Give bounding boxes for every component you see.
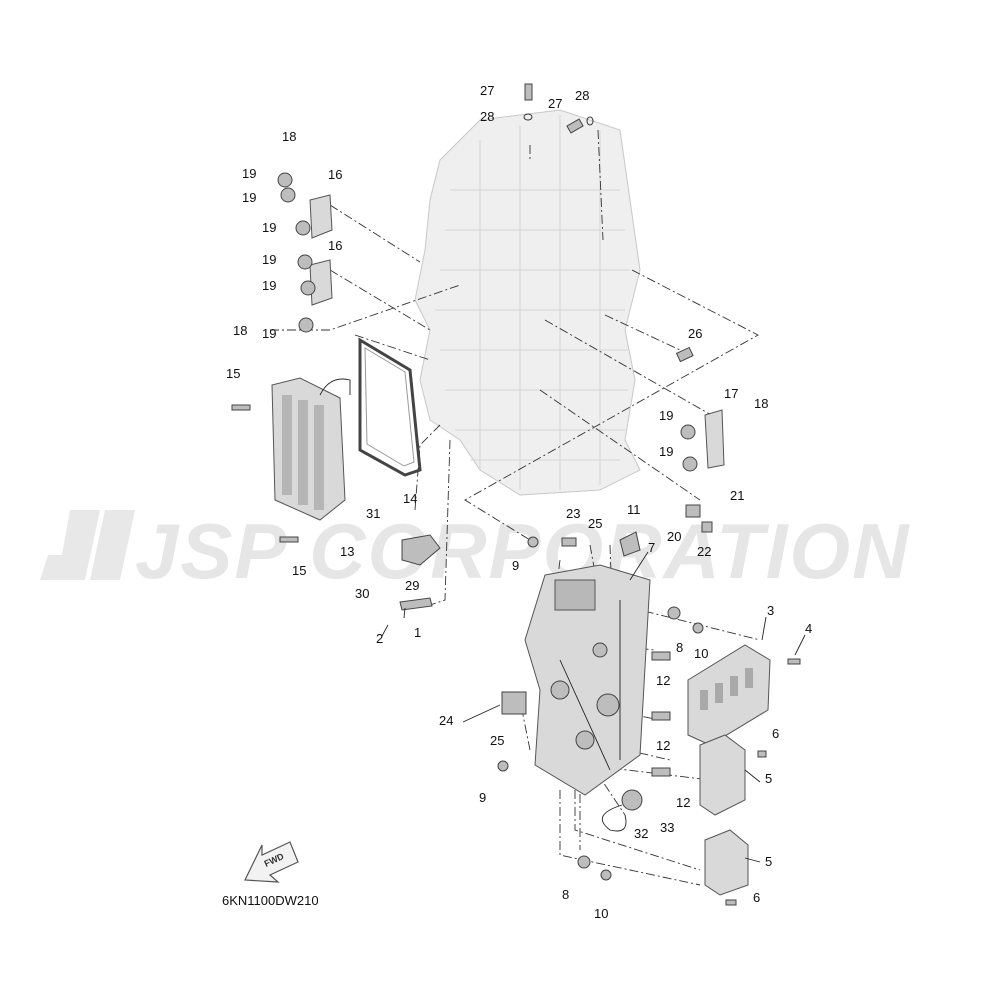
callout-19c: 19: [262, 220, 276, 235]
callout-13: 13: [340, 544, 354, 559]
callout-15b: 15: [292, 563, 306, 578]
part-19-clamps: [277, 172, 698, 472]
callout-12b: 12: [656, 738, 670, 753]
callout-19b: 19: [242, 190, 256, 205]
callout-5a: 5: [765, 771, 772, 786]
callout-21: 21: [730, 488, 744, 503]
callout-2: 2: [376, 631, 383, 646]
callout-10b: 10: [594, 906, 608, 921]
part-3-module: [687, 644, 771, 746]
part-16-brackets: [309, 194, 725, 469]
callout-12c: 12: [676, 795, 690, 810]
callout-8a: 8: [676, 640, 683, 655]
callout-29: 29: [405, 578, 419, 593]
callout-7: 7: [648, 540, 655, 555]
callout-3: 3: [767, 603, 774, 618]
callout-23: 23: [566, 506, 580, 521]
callout-24: 24: [439, 713, 453, 728]
watermark: JSP CORPORATION: [40, 507, 910, 595]
callout-leaders: [381, 551, 806, 863]
callout-1: 1: [414, 625, 421, 640]
callout-27b: 27: [548, 96, 562, 111]
callout-32: 32: [634, 826, 648, 841]
engine-block: [414, 109, 641, 496]
callout-19g: 19: [659, 408, 673, 423]
callout-28b: 28: [575, 88, 589, 103]
callout-4: 4: [805, 621, 812, 636]
callout-19a: 19: [242, 166, 256, 181]
callout-17: 17: [724, 386, 738, 401]
callout-labels: 1 2 3 4 5 5 6 6 7 8 8 9 9 10 10 11 12 12…: [226, 83, 812, 921]
fwd-arrow-icon: FWD: [244, 841, 299, 883]
callout-18a: 18: [282, 129, 296, 144]
part-13-cover: [271, 377, 351, 521]
callout-8b: 8: [562, 887, 569, 902]
callout-20: 20: [667, 529, 681, 544]
callout-11: 11: [627, 502, 641, 517]
callout-18c: 18: [754, 396, 768, 411]
callout-12a: 12: [656, 673, 670, 688]
callout-16a: 16: [328, 167, 342, 182]
callout-25b: 25: [490, 733, 504, 748]
callout-6b: 6: [753, 890, 760, 905]
callout-14: 14: [403, 491, 417, 506]
callout-30: 30: [355, 586, 369, 601]
part-5-relays: [699, 734, 749, 896]
callout-15a: 15: [226, 366, 240, 381]
callout-26: 26: [688, 326, 702, 341]
callout-31: 31: [366, 506, 380, 521]
callout-28a: 28: [480, 109, 494, 124]
callout-9a: 9: [512, 558, 519, 573]
small-parts: [231, 83, 801, 906]
callout-5b: 5: [765, 854, 772, 869]
callout-10a: 10: [694, 646, 708, 661]
diagram-code: 6KN1100DW210: [222, 893, 319, 908]
callout-19d: 19: [262, 252, 276, 267]
callout-22: 22: [697, 544, 711, 559]
callout-9b: 9: [479, 790, 486, 805]
part-7-bracket: [524, 564, 651, 796]
callout-19e: 19: [262, 278, 276, 293]
callout-25a: 25: [588, 516, 602, 531]
callout-33: 33: [660, 820, 674, 835]
part-14-gasket: [358, 337, 422, 477]
callout-16b: 16: [328, 238, 342, 253]
callout-19f: 19: [262, 326, 276, 341]
callout-6a: 6: [772, 726, 779, 741]
callout-27a: 27: [480, 83, 494, 98]
callout-19h: 19: [659, 444, 673, 459]
callout-18b: 18: [233, 323, 247, 338]
watermark-text: JSP CORPORATION: [135, 507, 910, 595]
